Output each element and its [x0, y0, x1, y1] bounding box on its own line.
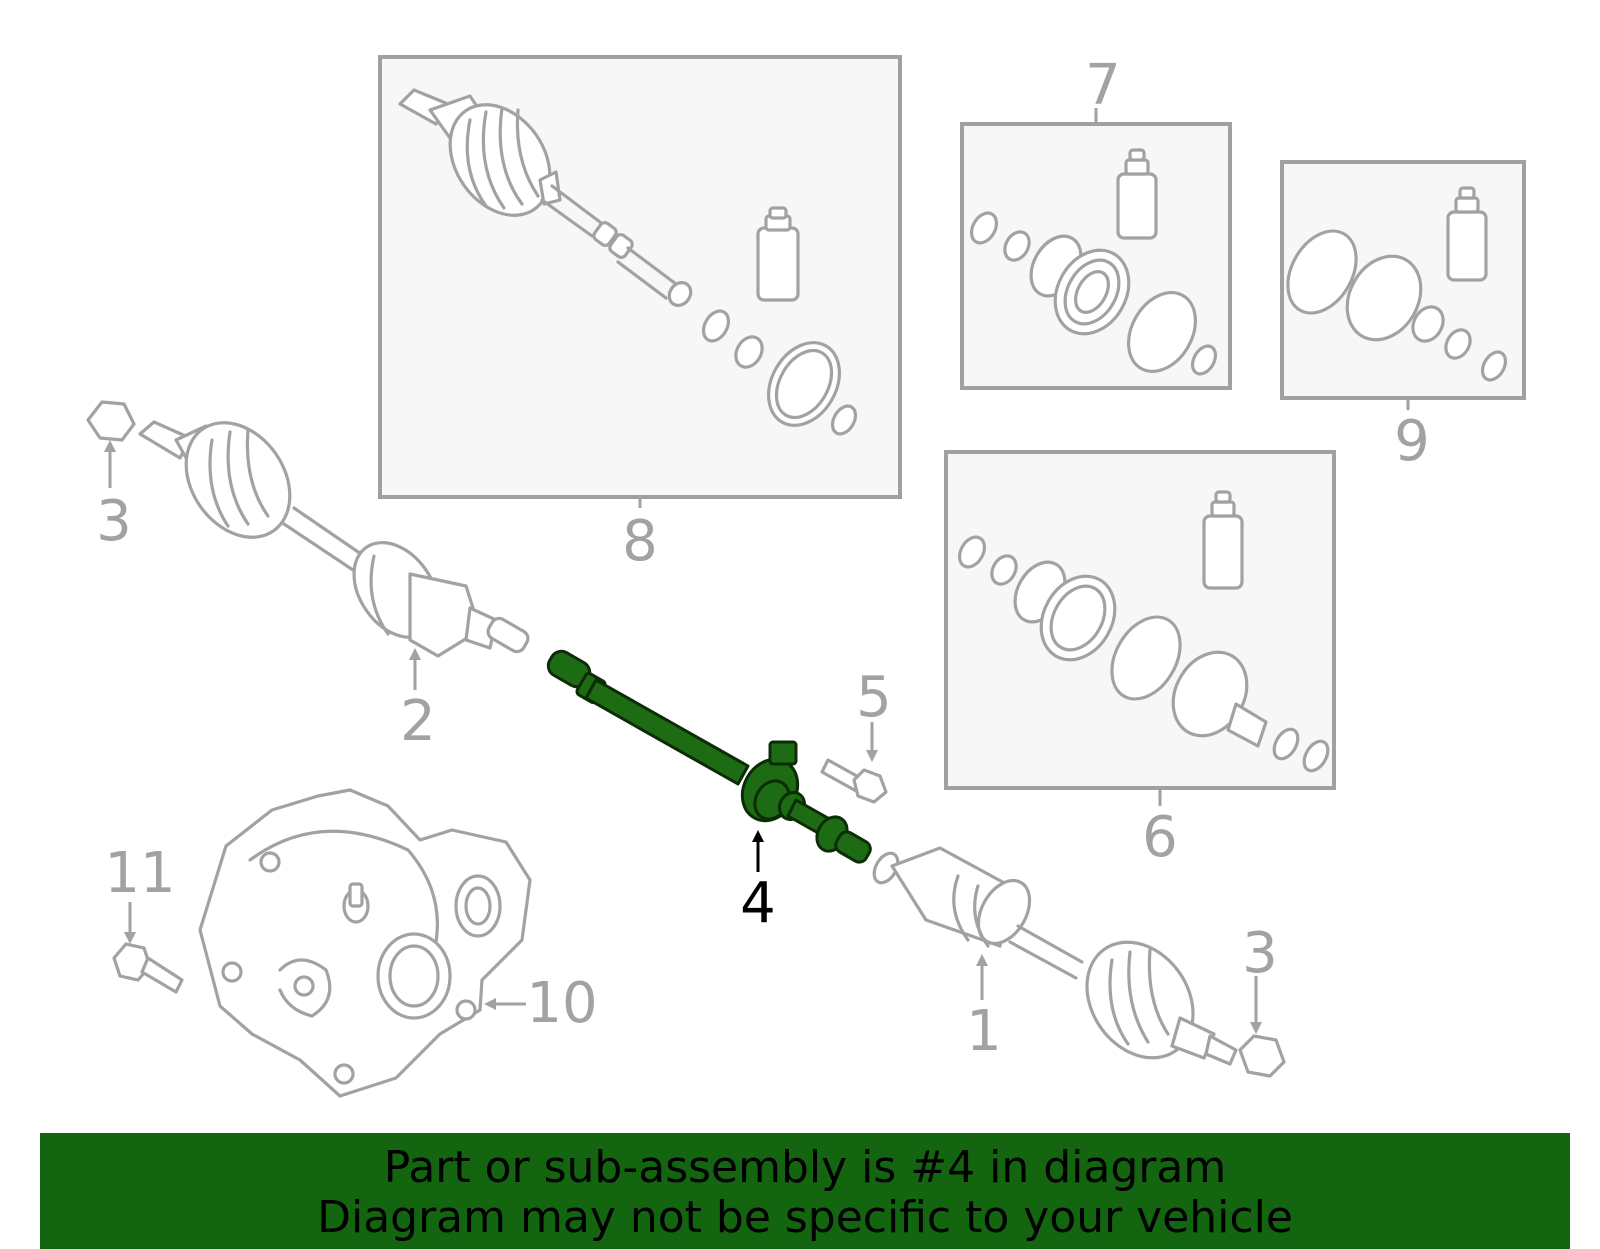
kit-box-8[interactable] [378, 55, 902, 499]
right-axle-assembly[interactable] [869, 846, 1286, 1078]
kit-box-9[interactable] [1274, 160, 1526, 400]
box6-grease-tube [1202, 514, 1244, 590]
box8-boot-clamp [767, 341, 841, 427]
leader-lines [104, 440, 1262, 1034]
banner-line-part: Part or sub-assembly is #4 in diagram [383, 1142, 1227, 1193]
info-banner: Part or sub-assembly is #4 in diagram Di… [40, 1133, 1570, 1249]
box8-snap-ring [734, 335, 764, 369]
banner-line-disclaimer: Diagram may not be specific to your vehi… [317, 1192, 1293, 1243]
callout-1: 1 [966, 999, 1002, 1064]
box7-grease-tube [1116, 172, 1158, 240]
callout-8: 8 [622, 509, 658, 574]
box6-cv-boot [1013, 560, 1117, 662]
box7-snap-ring [1003, 230, 1031, 262]
box6-inner-joint [1171, 650, 1300, 761]
box9-grease-tube [1446, 210, 1488, 282]
box9-boot-clamp [1286, 229, 1358, 315]
callout-7: 7 [1085, 53, 1121, 118]
box8-clamp-ring [701, 309, 731, 343]
callout-4: 4 [740, 871, 776, 936]
left-axle-assembly[interactable] [86, 400, 531, 658]
callout-2: 2 [400, 689, 436, 754]
callout-5: 5 [856, 665, 892, 730]
bolt-part-11[interactable] [112, 942, 184, 994]
box8-axle-shaft [398, 88, 693, 307]
callout-6: 6 [1142, 805, 1178, 870]
callout-9: 9 [1394, 409, 1430, 474]
front-differential-part-10[interactable] [198, 788, 532, 1098]
box7-boot-clamp [1126, 291, 1198, 373]
callout-3-lower: 3 [1242, 921, 1278, 986]
callout-10: 10 [526, 971, 597, 1036]
kit-box-7[interactable] [960, 122, 1232, 390]
bolt-part-5[interactable] [820, 758, 888, 804]
box8-grease-tube [756, 206, 800, 302]
intermediate-shaft-part-4[interactable] [544, 647, 873, 865]
axle-nut-lower [1238, 1034, 1286, 1078]
box7-cv-boot [1029, 234, 1131, 336]
callout-3-upper: 3 [96, 489, 132, 554]
box8-small-ring [830, 404, 858, 436]
kit-box-6[interactable] [944, 450, 1336, 790]
callout-11: 11 [104, 841, 175, 906]
box7-clamp-ring [969, 211, 999, 245]
box9-cv-boot [1345, 254, 1445, 343]
axle-nut-upper [86, 400, 136, 442]
